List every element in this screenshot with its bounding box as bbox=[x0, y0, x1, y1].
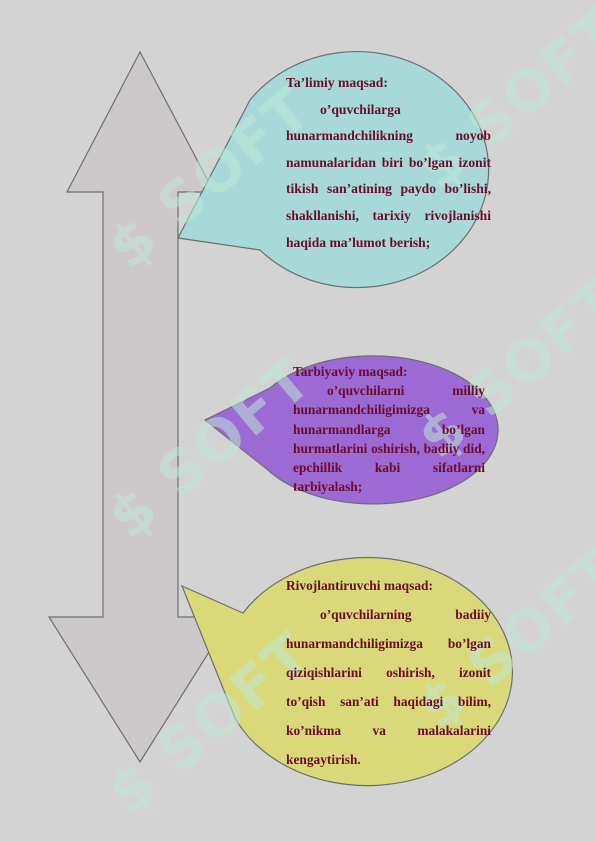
bubble-1-text: Ta’limiy maqsad: o’quvchilarga hunarmand… bbox=[286, 70, 491, 256]
bubble-3-title: Rivojlantiruvchi maqsad: bbox=[286, 578, 433, 593]
bubble-2-title: Tarbiyaviy maqsad: bbox=[293, 364, 408, 379]
bubble-2-text: Tarbiyaviy maqsad: o’quvchilarni milliy … bbox=[293, 362, 485, 496]
speech-bubble-3 bbox=[180, 556, 513, 787]
speech-bubble-1 bbox=[177, 50, 490, 289]
bubble-1-title: Ta’limiy maqsad: bbox=[286, 75, 388, 90]
bubble-2-body: o’quvchilarni milliy hunarmandchiligimiz… bbox=[293, 383, 485, 495]
speech-bubble-2 bbox=[203, 355, 499, 505]
bubble-3-body: o’quvchilarning badiiy hunarmandchiligim… bbox=[286, 607, 491, 767]
bubble-3-text: Rivojlantiruvchi maqsad: o’quvchilarning… bbox=[286, 571, 491, 774]
double-headed-arrow bbox=[47, 50, 233, 764]
bubble-1-body: o’quvchilarga hunarmandchilikning noyob … bbox=[286, 101, 491, 250]
